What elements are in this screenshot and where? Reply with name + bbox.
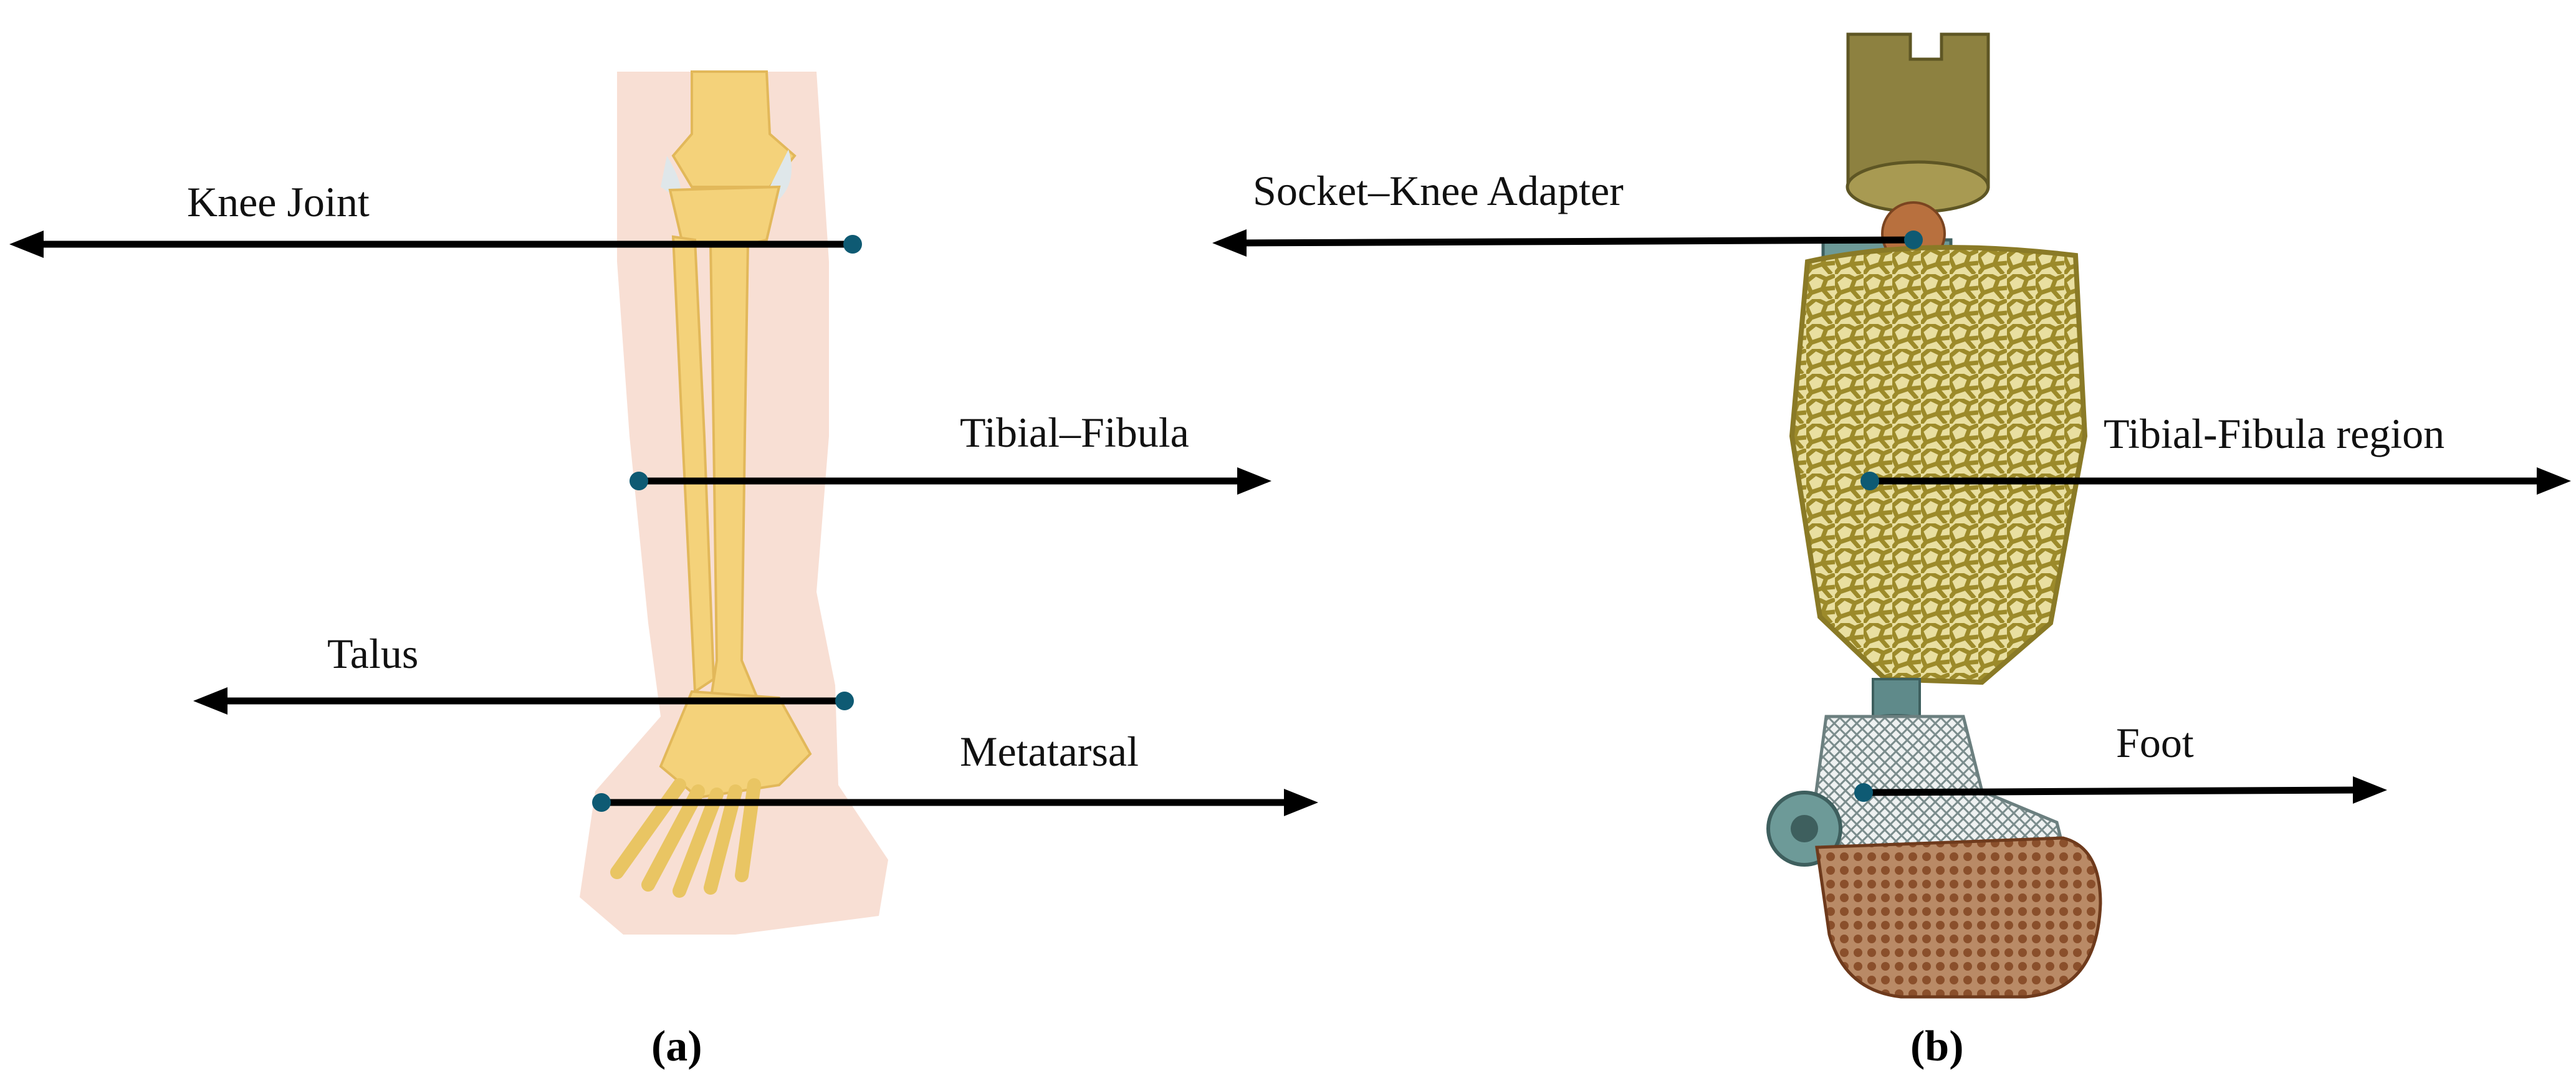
panel-a-illustration — [580, 70, 888, 935]
callout-knee-joint — [9, 231, 862, 258]
label-knee-joint: Knee Joint — [187, 178, 370, 226]
callout-talus — [193, 687, 854, 715]
label-foot: Foot — [2116, 719, 2194, 766]
label-socket-knee-adapter: Socket–Knee Adapter — [1253, 167, 1624, 214]
callouts — [9, 229, 2571, 816]
label-metatarsal: Metatarsal — [960, 728, 1139, 775]
callout-foot — [1854, 776, 2387, 804]
callout-tibial-fibula-region — [1860, 467, 2571, 495]
label-tibial-fibula-region: Tibial-Fibula region — [2104, 410, 2445, 457]
foot-pad — [1815, 836, 2102, 999]
caption-a: (a) — [651, 1022, 702, 1070]
ankle-joint-hub — [1791, 815, 1818, 842]
label-talus: Talus — [327, 630, 419, 677]
callout-tibial-fibula — [630, 467, 1271, 495]
caption-b: (b) — [1910, 1022, 1964, 1070]
lattice-shell — [1789, 245, 2088, 685]
callout-socket-knee-adapter — [1212, 229, 1923, 257]
panel-b-illustration — [1766, 32, 2102, 999]
fibula-bone — [671, 235, 716, 694]
callout-metatarsal — [592, 789, 1318, 816]
label-tibial-fibula: Tibial–Fibula — [960, 409, 1189, 456]
